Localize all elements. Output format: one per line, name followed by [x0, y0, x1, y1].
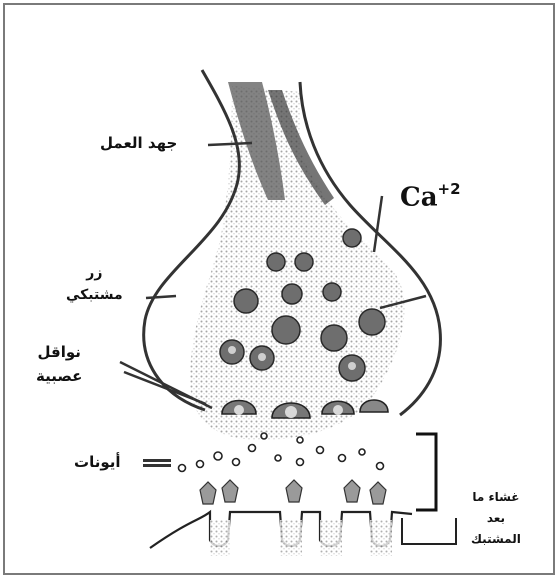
label-neurotransmitters: نواقل عصبية — [36, 340, 82, 388]
label-ions: أيونات — [74, 453, 121, 471]
label-action-potential: جهد العمل — [100, 134, 177, 152]
calcium-charge: +2 — [438, 180, 461, 198]
label-postsynaptic-line2: بعد — [471, 508, 521, 529]
calcium-symbol: Ca — [400, 183, 438, 213]
ions-pointer — [143, 459, 171, 467]
label-postsynaptic-line3: المشتبك — [471, 529, 521, 550]
label-synaptic-vesicle-line1: زر — [66, 262, 123, 284]
label-synaptic-vesicle: زر مشتبكي — [66, 262, 123, 306]
label-neurotransmitters-line2: عصبية — [36, 364, 82, 388]
label-neurotransmitters-line1: نواقل — [36, 340, 82, 364]
receptor-proteins — [200, 480, 386, 504]
label-postsynaptic-membrane: غشاء ما بعد المشتبك — [471, 487, 521, 550]
postsynaptic-fill — [210, 520, 392, 556]
label-postsynaptic-line1: غشاء ما — [471, 487, 521, 508]
postsynaptic-bracket — [416, 434, 436, 510]
postsynaptic-box — [402, 518, 456, 544]
label-synaptic-vesicle-line2: مشتبكي — [66, 284, 123, 306]
label-calcium-ion: Ca+2 — [400, 182, 461, 213]
